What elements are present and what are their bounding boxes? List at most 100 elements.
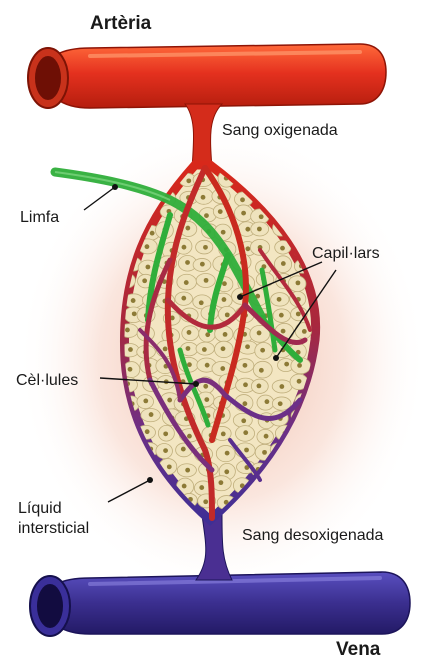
cell-nucleus <box>262 450 267 455</box>
cell-nucleus <box>128 347 133 352</box>
cell-nucleus <box>280 246 285 251</box>
cell-nucleus <box>181 296 186 301</box>
cell-nucleus <box>163 448 168 453</box>
cell-nucleus <box>221 431 226 436</box>
cell-nucleus <box>186 346 191 351</box>
cell-nucleus <box>241 418 246 423</box>
cell-nucleus <box>225 312 230 317</box>
cell-nucleus <box>149 412 154 417</box>
cell-nucleus <box>243 430 248 435</box>
cell-nucleus <box>185 226 190 231</box>
cell-nucleus <box>223 332 228 337</box>
cell-nucleus <box>265 399 270 404</box>
cell-nucleus <box>131 298 136 303</box>
cell-nucleus <box>181 447 186 452</box>
label-sang-desoxigenada: Sang desoxigenada <box>242 527 384 544</box>
cell-nucleus <box>219 480 224 485</box>
cell-nucleus <box>243 382 248 387</box>
cell-nucleus <box>257 331 262 336</box>
cell-nucleus <box>132 311 137 316</box>
label-arteria: Artèria <box>90 13 152 34</box>
cell-nucleus <box>204 213 209 218</box>
cell-nucleus <box>201 195 206 200</box>
cell-nucleus <box>200 262 205 267</box>
cell-nucleus <box>225 451 230 456</box>
cell-nucleus <box>167 464 172 469</box>
label-vena: Vena <box>336 639 381 659</box>
cell-nucleus <box>244 448 249 453</box>
cell-nucleus <box>260 348 265 353</box>
label-limfa: Limfa <box>20 209 59 226</box>
cell-nucleus <box>199 485 204 490</box>
cell-nucleus <box>145 265 150 270</box>
cell-nucleus <box>199 300 204 305</box>
label-liquid-line2: intersticial <box>18 520 89 537</box>
cell-nucleus <box>281 261 286 266</box>
cell-nucleus <box>218 209 223 214</box>
cell-nucleus <box>204 278 209 283</box>
cell-nucleus <box>187 434 192 439</box>
cell-nucleus <box>150 231 155 236</box>
label-liquid-line1: Líquid <box>18 500 62 517</box>
cell-nucleus <box>203 245 208 250</box>
cell-nucleus <box>202 347 207 352</box>
cell-nucleus <box>163 346 168 351</box>
cell-nucleus <box>257 227 262 232</box>
cell-nucleus <box>145 429 150 434</box>
cell-nucleus <box>163 431 168 436</box>
cell-nucleus <box>256 384 261 389</box>
cell-nucleus <box>221 346 226 351</box>
cell-nucleus <box>186 178 191 183</box>
cell-nucleus <box>142 278 147 283</box>
cell-nucleus <box>203 384 208 389</box>
cell-nucleus <box>277 297 282 302</box>
cell-nucleus <box>243 363 248 368</box>
cell-nucleus <box>259 214 264 219</box>
cell-nucleus <box>297 379 302 384</box>
cell-nucleus <box>205 332 210 337</box>
cell-nucleus <box>143 398 148 403</box>
cell-nucleus <box>281 329 286 334</box>
cell-nucleus <box>242 401 247 406</box>
cell-nucleus <box>222 297 227 302</box>
cell-nucleus <box>224 469 229 474</box>
cell-nucleus <box>185 468 190 473</box>
cell-nucleus <box>259 368 264 373</box>
cell-nucleus <box>240 197 245 202</box>
cell-nucleus <box>245 227 250 232</box>
cell-nucleus <box>284 362 289 367</box>
cell-nucleus <box>187 330 192 335</box>
cell-nucleus <box>204 397 209 402</box>
cell-nucleus <box>184 280 189 285</box>
cell-nucleus <box>302 329 307 334</box>
label-sang-oxigenada: Sang oxigenada <box>222 122 338 139</box>
cell-nucleus <box>279 384 284 389</box>
cell-nucleus <box>167 398 172 403</box>
cell-nucleus <box>241 211 246 216</box>
cell-nucleus <box>245 344 250 349</box>
cell-nucleus <box>264 434 269 439</box>
vein-vessel <box>30 572 410 636</box>
cell-nucleus <box>203 499 208 504</box>
cell-nucleus <box>220 366 225 371</box>
cell-nucleus <box>278 401 283 406</box>
cell-nucleus <box>128 367 133 372</box>
cell-nucleus <box>222 281 227 286</box>
label-cellules: Cèl·lules <box>16 372 78 389</box>
cell-nucleus <box>296 312 301 317</box>
cell-nucleus <box>125 328 130 333</box>
cell-nucleus <box>182 245 187 250</box>
cell-nucleus <box>296 280 301 285</box>
cell-nucleus <box>245 246 250 251</box>
cell-nucleus <box>297 363 302 368</box>
cell-nucleus <box>279 313 284 318</box>
artery-vessel <box>28 44 386 108</box>
cell-nucleus <box>221 230 226 235</box>
cell-nucleus <box>205 363 210 368</box>
cell-nucleus <box>185 260 190 265</box>
label-capillars: Capil·lars <box>312 245 380 262</box>
cell-nucleus <box>145 244 150 249</box>
cell-nucleus <box>182 484 187 489</box>
